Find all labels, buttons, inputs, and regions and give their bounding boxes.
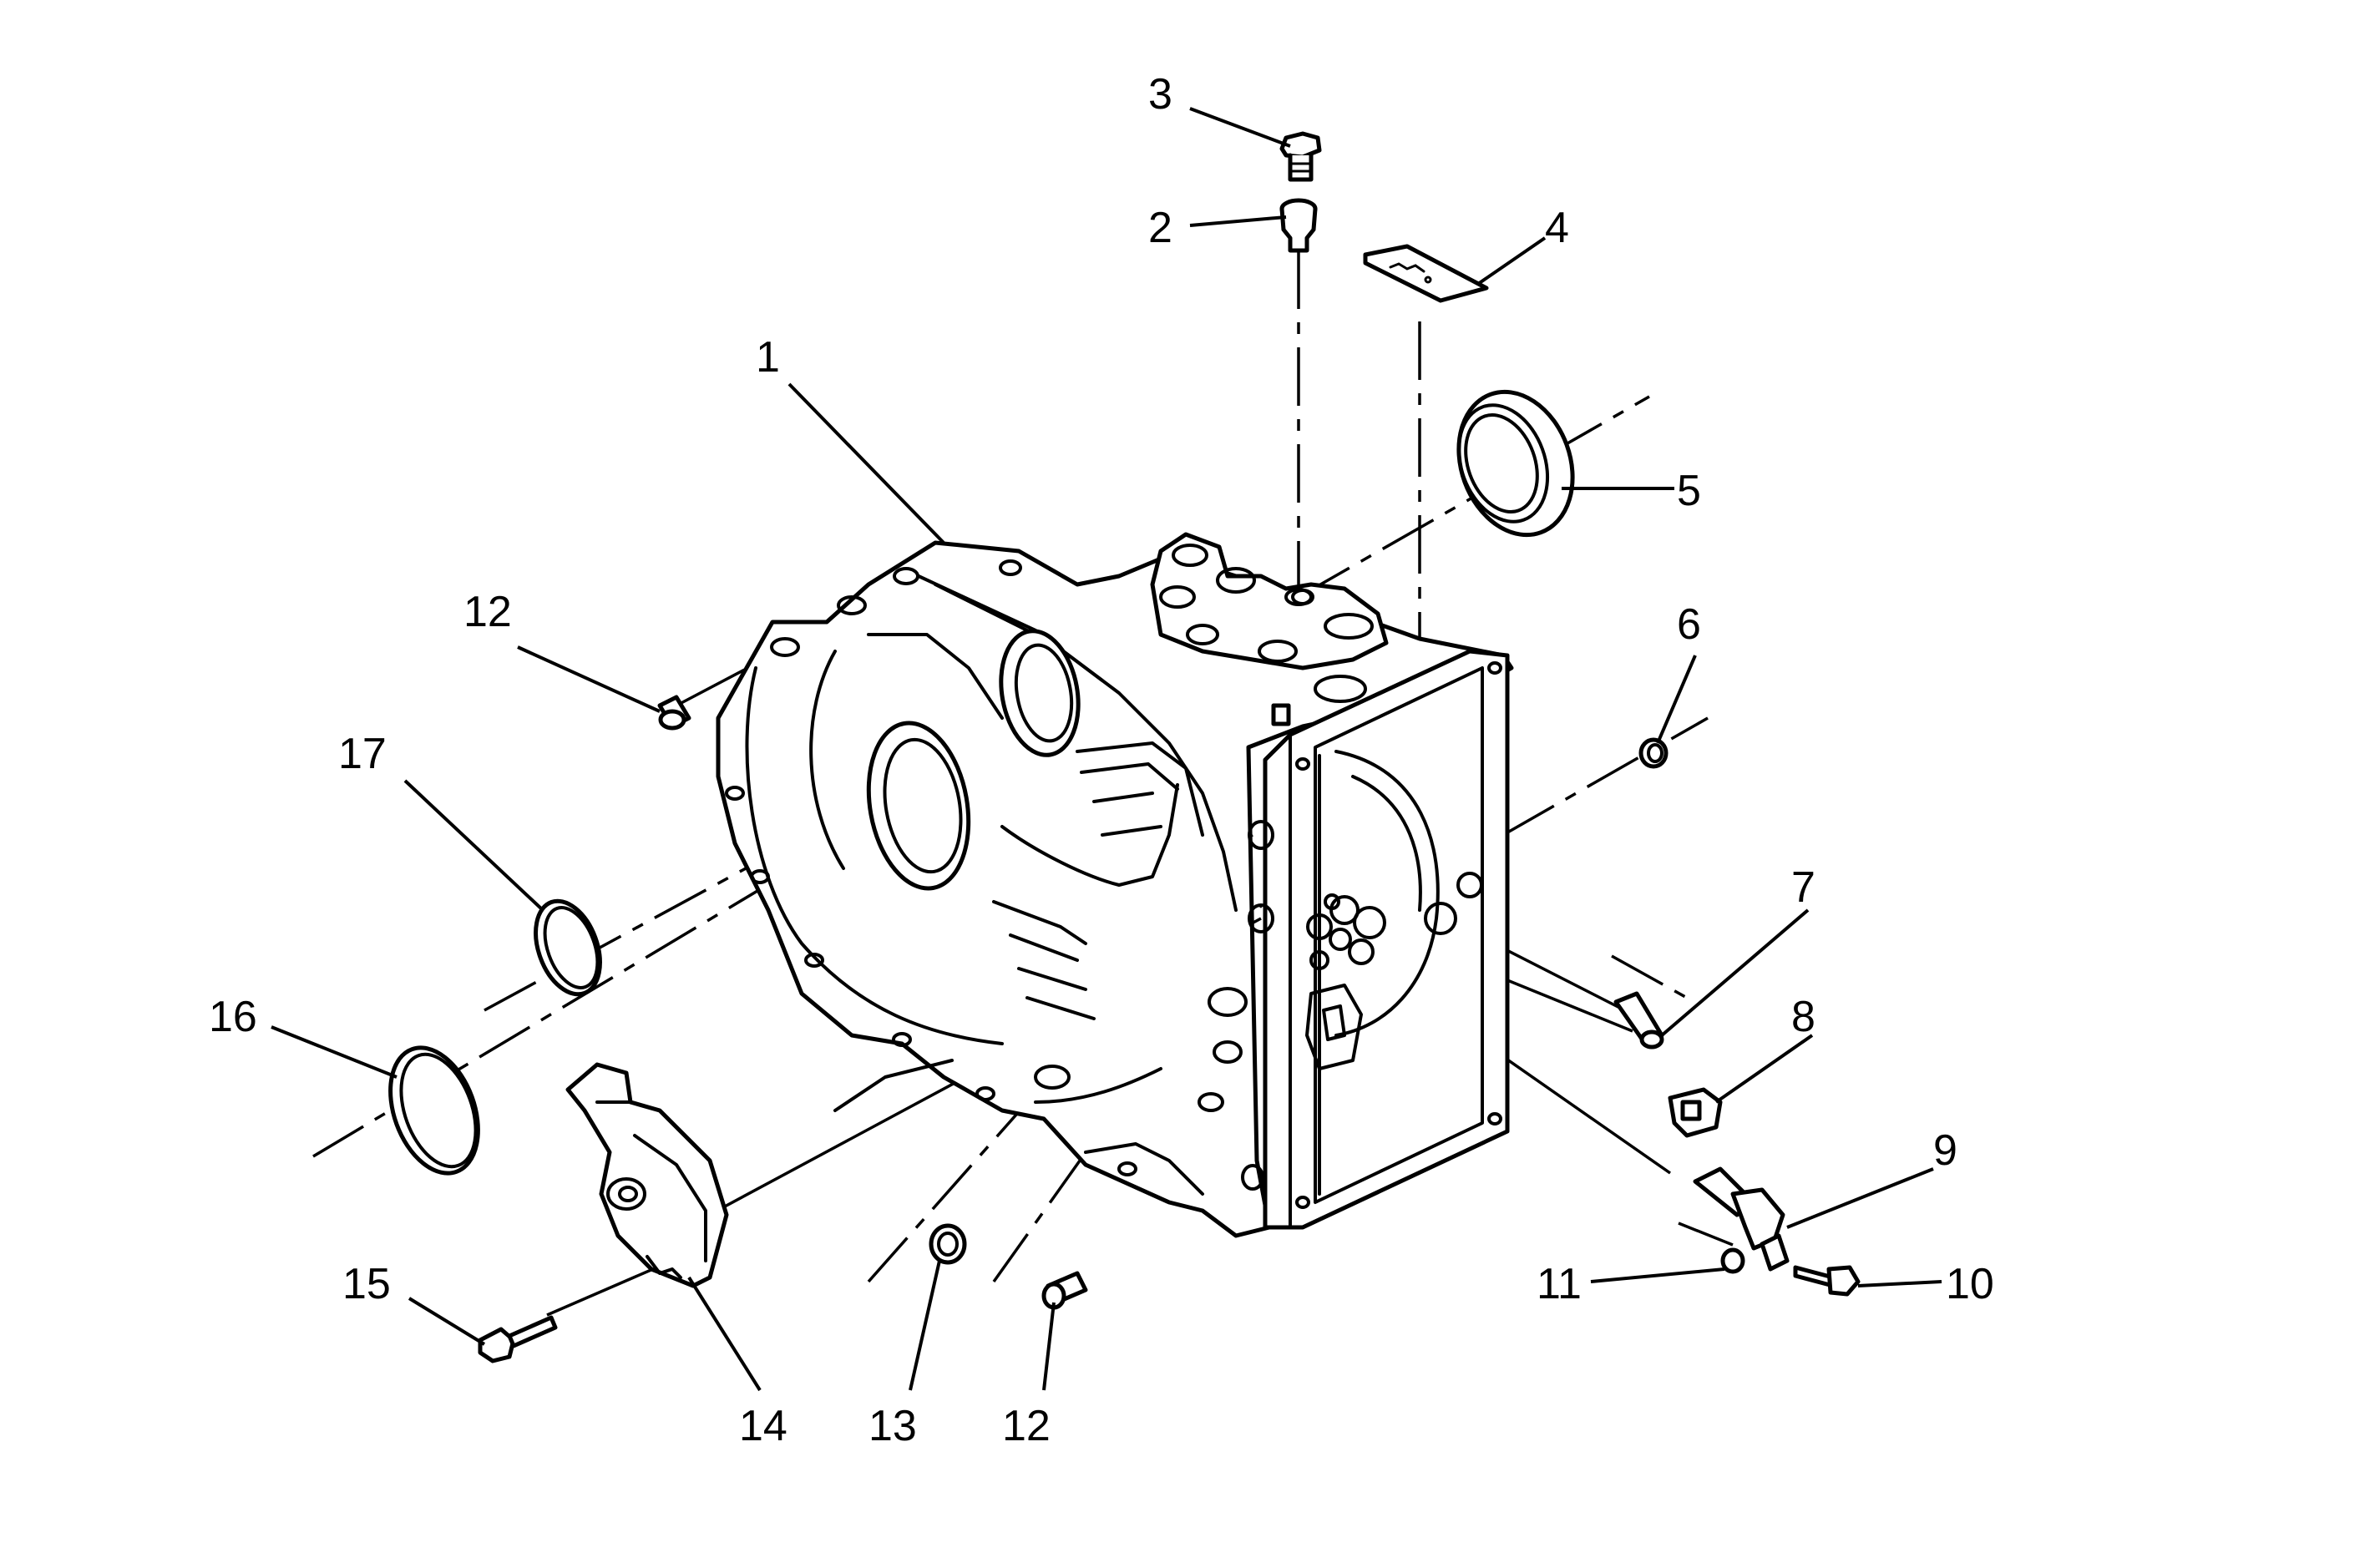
dowel-pin-12-upper	[657, 695, 691, 731]
range-switch	[565, 1062, 729, 1288]
fill-plug	[1279, 131, 1322, 182]
callout-8: 8	[1791, 993, 1815, 1041]
leader-lines	[271, 107, 1942, 1392]
callout-5: 5	[1677, 467, 1701, 515]
callout-16: 16	[209, 993, 257, 1041]
dowel-pin-7	[1613, 991, 1664, 1050]
callout-7: 7	[1791, 863, 1815, 912]
id-label	[1363, 244, 1489, 303]
rear-face-bosses	[1305, 872, 1483, 1070]
sensor-o-ring	[1720, 1247, 1745, 1274]
callout-14: 14	[739, 1402, 787, 1450]
snap-ring	[534, 898, 602, 997]
differential-bore	[866, 721, 971, 891]
vent-cap	[1279, 198, 1318, 253]
axle-seal	[1456, 389, 1575, 538]
case-rear-frame	[1263, 649, 1510, 1230]
callout-1: 1	[756, 333, 780, 382]
large-o-ring	[388, 1045, 480, 1176]
dowel-pin-12-lower	[1041, 1271, 1088, 1310]
case-bell-housing	[716, 540, 1514, 1238]
callout-4: 4	[1545, 204, 1569, 252]
callout-labels: 1 2 3 4 5 6 7 8 9 10 11 12 12 13 14 15 1…	[209, 70, 1994, 1450]
callout-13: 13	[868, 1402, 917, 1450]
switch-bolt	[478, 1315, 558, 1363]
callout-10: 10	[1946, 1260, 1994, 1308]
callout-17: 17	[338, 730, 387, 778]
sensor-bolt	[1793, 1265, 1861, 1297]
callout-12-lower: 12	[1002, 1402, 1051, 1450]
callout-3: 3	[1148, 70, 1172, 119]
callout-2: 2	[1148, 204, 1172, 252]
callout-9: 9	[1933, 1126, 1957, 1175]
small-seal	[1638, 737, 1669, 769]
speed-sensor-connector	[1668, 1087, 1723, 1138]
speed-sensor	[1693, 1166, 1790, 1272]
callout-12-upper: 12	[463, 588, 512, 636]
transaxle-case	[716, 532, 1514, 1238]
callout-11: 11	[1537, 1260, 1582, 1308]
case-top-bosses	[1150, 532, 1389, 670]
callout-6: 6	[1677, 600, 1701, 649]
bell-housing-details	[725, 559, 1248, 1196]
callout-15: 15	[342, 1260, 391, 1308]
shift-shaft-seal	[929, 1223, 967, 1265]
